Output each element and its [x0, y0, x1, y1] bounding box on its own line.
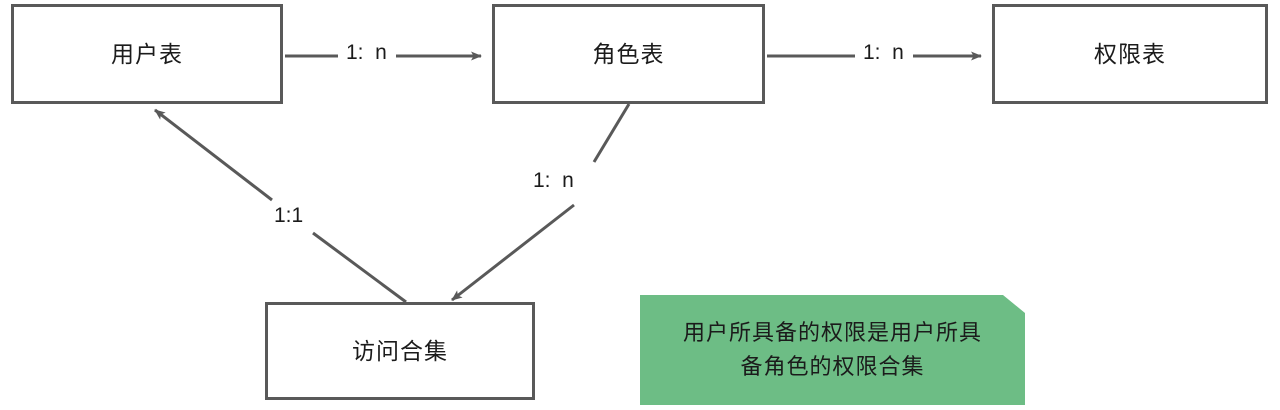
entity-box-permission[interactable]: 权限表	[992, 4, 1268, 104]
entity-label-user: 用户表	[111, 40, 183, 67]
edge-role-access	[451, 103, 631, 302]
entity-label-permission: 权限表	[1094, 40, 1166, 67]
entity-box-user[interactable]: 用户表	[11, 4, 283, 104]
edge-label-access-user: 1:1	[274, 204, 304, 227]
annotation-note-line-1: 用户所具备的权限是用户所具	[682, 319, 982, 345]
entity-label-access: 访问合集	[352, 337, 448, 364]
entity-box-access[interactable]: 访问合集	[265, 302, 535, 400]
edge-label-user-role: 1: n	[346, 41, 387, 64]
edge-label-role-access: 1: n	[533, 169, 574, 192]
annotation-note: 用户所具备的权限是用户所具 备角色的权限合集	[640, 295, 1025, 405]
entity-label-role: 角色表	[592, 40, 665, 67]
edge-access-user	[154, 108, 407, 304]
edge-label-role-permission: 1: n	[863, 41, 904, 64]
annotation-note-line-2: 备角色的权限合集	[740, 354, 925, 379]
entity-box-role[interactable]: 角色表	[492, 4, 765, 104]
